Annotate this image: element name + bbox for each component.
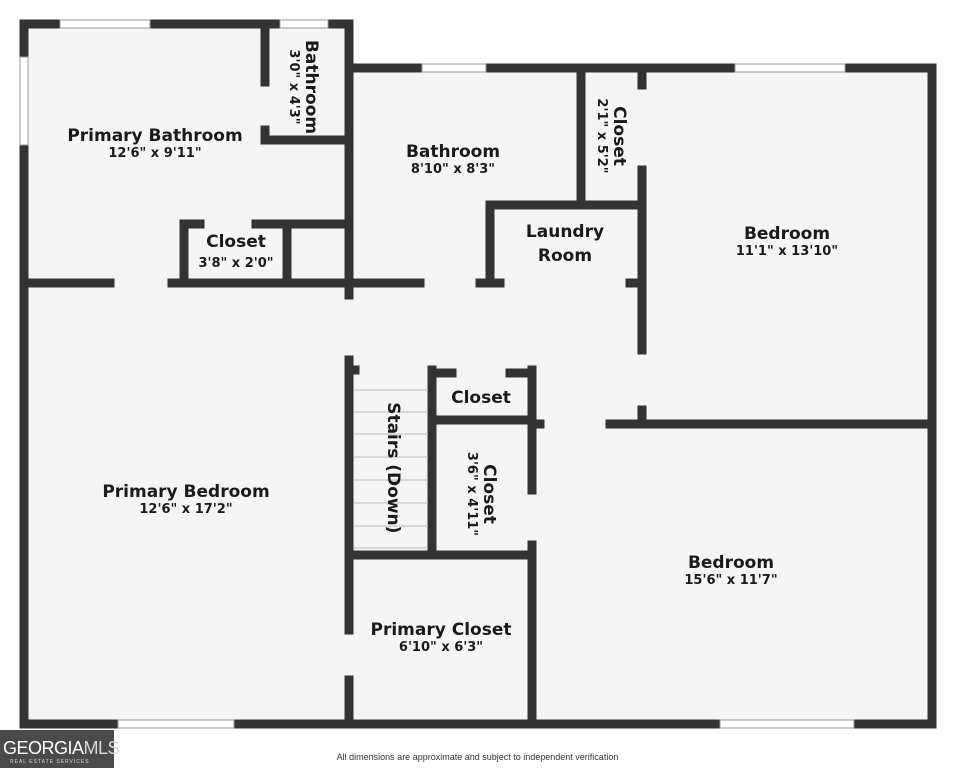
room-name: Primary Bedroom [102,482,270,502]
room-dims: 3'0" x 4'3" [285,49,301,125]
logo-brand-a: GEORGIA [3,738,84,758]
room-name: Primary Closet [370,620,512,640]
room-name: Bathroom [300,39,321,135]
room-name: Laundry [525,222,605,242]
room-name-line2: Room [537,246,593,267]
room-name: Primary Bathroom [67,126,243,146]
room-name: Bedroom [687,553,775,573]
logo-brand-b: MLS [83,738,120,758]
room-name: Closet [478,464,499,524]
room-closet-hall: Closet [438,388,524,408]
stair-treads [354,389,428,549]
room-name: Closet [451,388,511,408]
room-dims: 3'6" x 4'11" [463,451,479,537]
room-name: Bedroom [743,224,831,244]
room-small-bathroom: Bathroom 3'0" x 4'3" [285,22,321,152]
room-dims: 15'6" x 11'7" [684,573,778,589]
room-dims: 12'6" x 17'2" [139,502,233,518]
room-bedroom-top: Bedroom 11'1" x 13'10" [712,224,862,260]
georgia-mls-logo: GEORGIAMLS REAL ESTATE SERVICES [0,730,120,768]
room-primary-bedroom: Primary Bedroom 12'6" x 17'2" [86,482,286,518]
logo-tagline: REAL ESTATE SERVICES [10,759,90,765]
disclaimer-text: All dimensions are approximate and subje… [336,752,619,762]
room-closet-bath: Closet 3'8" x 2'0" [186,232,286,272]
room-dims: 8'10" x 8'3" [410,162,496,178]
room-dims: 3'8" x 2'0" [198,256,274,272]
room-name: Bathroom [405,142,501,162]
windows [19,19,855,729]
room-dims: 6'10" x 6'3" [398,640,484,656]
room-name: Closet [206,232,266,252]
room-dims: 12'6" x 9'11" [108,146,202,162]
room-laundry: Laundry Room [505,222,625,267]
room-stairs: Stairs (Down) [383,402,404,534]
room-dims: 2'1" x 5'2" [593,98,609,174]
room-primary-bathroom: Primary Bathroom 12'6" x 9'11" [60,126,250,162]
room-name: Closet [608,106,629,166]
walls [19,19,937,729]
room-closet-top: Closet 2'1" x 5'2" [593,81,629,191]
room-bedroom-bottom: Bedroom 15'6" x 11'7" [656,553,806,589]
room-bathroom: Bathroom 8'10" x 8'3" [383,142,523,178]
room-dims: 11'1" x 13'10" [735,244,839,260]
room-name: Stairs (Down) [383,402,404,534]
room-closet-hall-2: Closet 3'6" x 4'11" [463,438,499,550]
room-primary-closet: Primary Closet 6'10" x 6'3" [356,620,526,656]
